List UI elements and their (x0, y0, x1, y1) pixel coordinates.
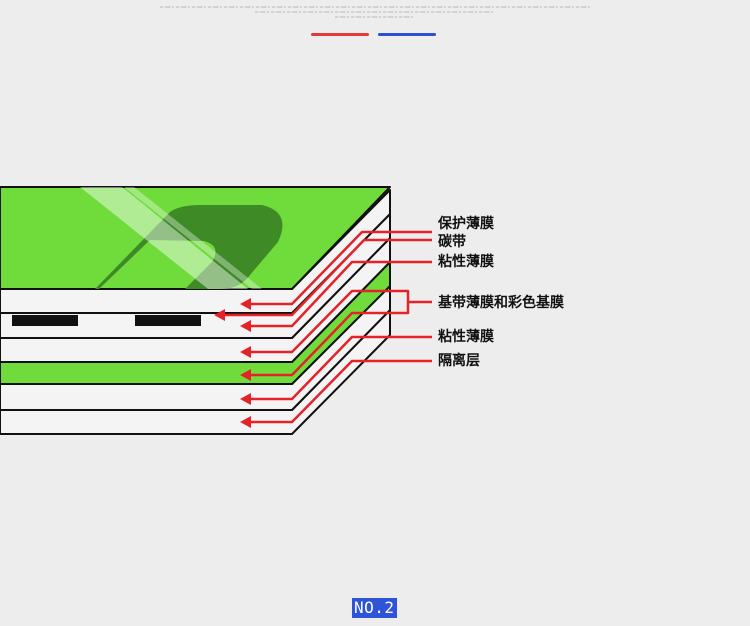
arrow-head-icon (240, 416, 251, 428)
pointer-protective-film (248, 230, 432, 306)
label-carbon-tape: 碳带 (438, 234, 466, 250)
label-base-tape-color-film: 基带薄膜和彩色基膜 (438, 295, 564, 311)
pointer-arrowheads (214, 298, 251, 428)
pointer-base-tape (248, 289, 405, 354)
page-number-badge: NO.2 (352, 598, 397, 618)
pointer-carbon-tape (222, 238, 432, 317)
carbon-strip-left (12, 315, 78, 326)
carbon-strip-right (135, 315, 201, 326)
pointer-isolation-layer (248, 359, 432, 424)
blue-legend-bar (378, 33, 436, 36)
arrow-head-icon (240, 346, 251, 358)
pointer-color-base (248, 311, 405, 377)
red-legend-bar (311, 33, 369, 36)
label-protective-film: 保护薄膜 (438, 216, 494, 232)
label-adhesive-film-2: 粘性薄膜 (438, 329, 494, 345)
arrow-head-icon (240, 298, 251, 310)
label-isolation-layer: 隔离层 (438, 353, 480, 369)
pointer-adhesive-2 (248, 335, 432, 401)
bracket (405, 289, 410, 315)
pointer-lines (222, 230, 432, 424)
protective-film-shape (0, 186, 391, 290)
label-adhesive-film-1: 粘性薄膜 (438, 254, 494, 270)
arrow-head-icon (214, 309, 225, 321)
header-fine-print (160, 6, 590, 18)
arrow-head-icon (240, 369, 251, 381)
pointer-adhesive-1 (248, 260, 432, 328)
arrow-head-icon (240, 320, 251, 332)
arrow-head-icon (240, 393, 251, 405)
